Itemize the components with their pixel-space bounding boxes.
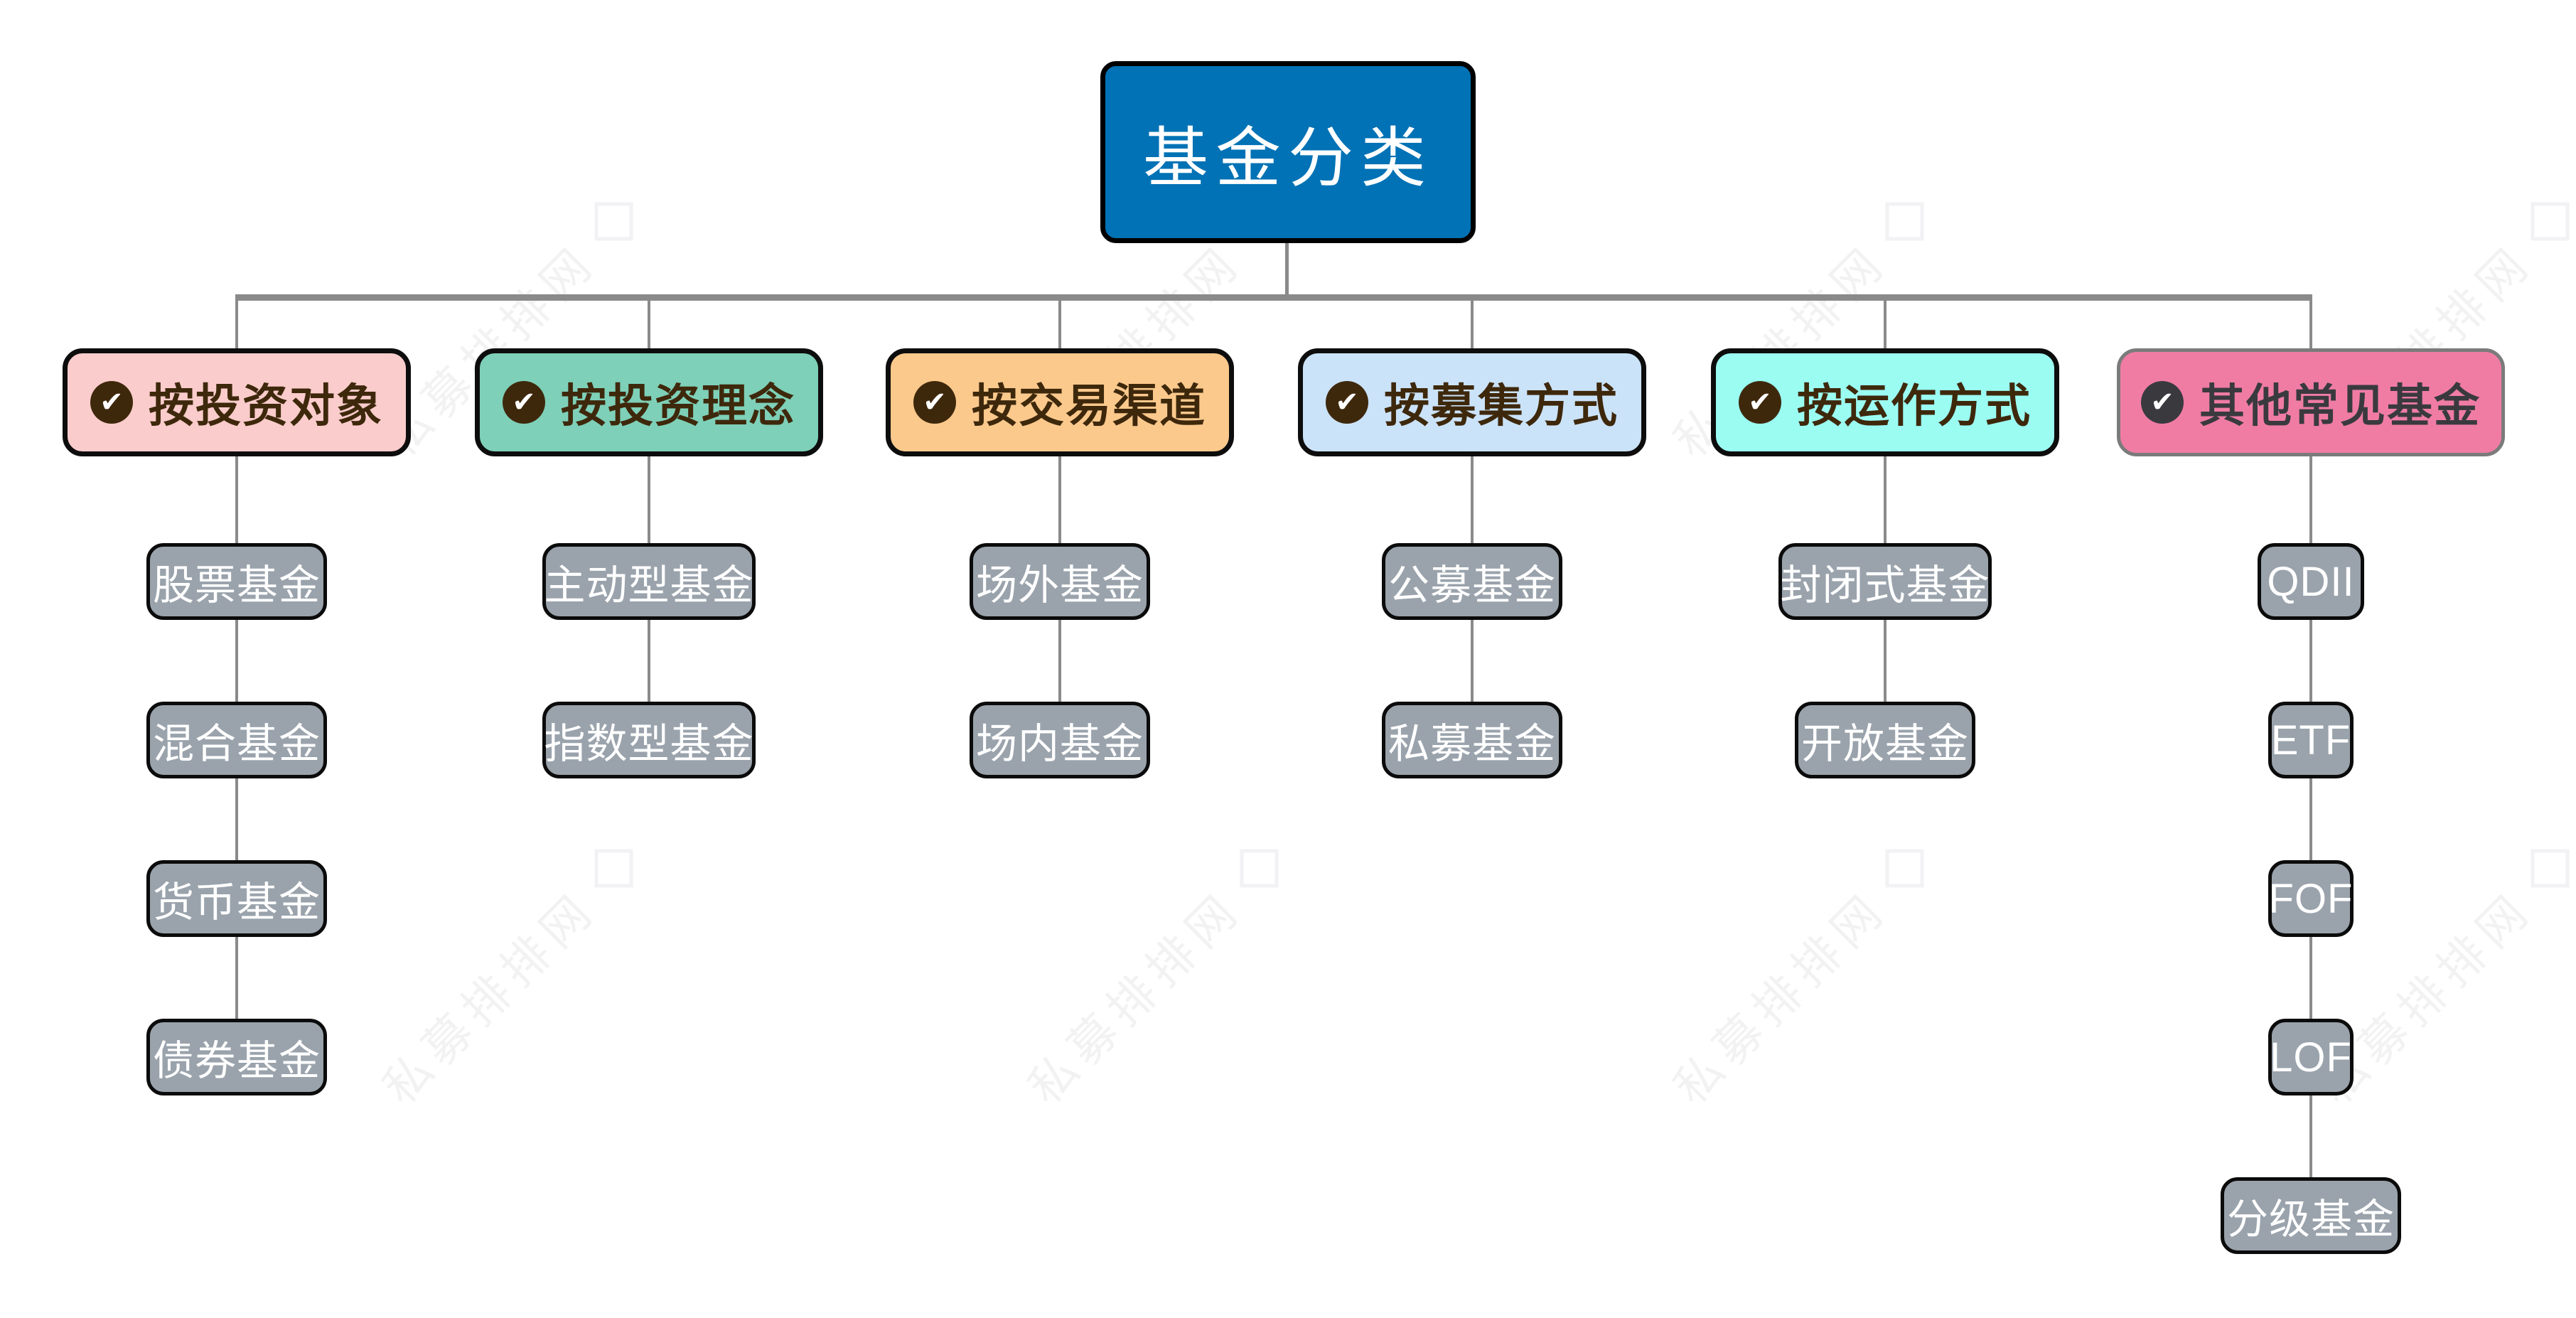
category-label: 其他常见基金: [2199, 380, 2481, 432]
connector-line: [235, 294, 2312, 301]
connector-line: [648, 297, 650, 348]
watermark-diamond-icon: [2531, 849, 2570, 888]
connector-line: [1058, 297, 1061, 348]
check-circle-icon: ✔: [1326, 381, 1368, 424]
check-circle-icon: ✔: [1739, 381, 1781, 424]
connector-line: [2309, 297, 2312, 348]
child-node-public-fund: 公募基金: [1382, 543, 1562, 620]
child-node-qdii: QDII: [2258, 543, 2364, 620]
child-node-stock-fund: 股票基金: [146, 543, 327, 620]
child-node-label: 主动型基金: [544, 562, 754, 609]
child-node-open-end-fund: 开放基金: [1795, 702, 1975, 778]
connector-line: [2309, 1095, 2312, 1177]
connector-line: [1471, 456, 1474, 543]
watermark-diamond-icon: [1885, 849, 1924, 888]
connector-line: [2309, 620, 2312, 702]
connector-line: [1058, 620, 1061, 702]
category-node-by-trading-channel: ✔ 按交易渠道: [886, 348, 1234, 456]
category-node-by-investment-target: ✔ 按投资对象: [63, 348, 411, 456]
child-node-exchange-fund: 场内基金: [970, 702, 1150, 778]
watermark-diamond-icon: [2531, 202, 2570, 241]
watermark-diamond-icon: [1240, 849, 1279, 888]
child-node-label: 封闭式基金: [1780, 562, 1990, 609]
connector-line: [2309, 456, 2312, 543]
child-node-index-fund: 指数型基金: [542, 702, 756, 778]
connector-line: [1471, 297, 1474, 348]
category-label: 按交易渠道: [972, 380, 1206, 432]
connector-line: [1884, 456, 1887, 543]
connector-line: [1884, 620, 1887, 702]
category-node-by-operation-mode: ✔ 按运作方式: [1711, 348, 2059, 456]
child-node-private-fund: 私募基金: [1382, 702, 1562, 778]
connector-line: [2309, 778, 2312, 860]
child-node-label: 开放基金: [1800, 721, 1969, 767]
child-node-closed-end-fund: 封闭式基金: [1778, 543, 1992, 620]
watermark-diamond-icon: [1885, 202, 1924, 241]
connector-line: [235, 778, 238, 860]
connector-line: [648, 620, 650, 702]
connector-line: [1058, 456, 1061, 543]
child-node-label: 股票基金: [152, 562, 321, 609]
connector-line: [235, 297, 238, 348]
child-node-label: 指数型基金: [544, 721, 754, 767]
child-node-label: 公募基金: [1388, 562, 1556, 609]
child-node-label: 混合基金: [152, 721, 321, 767]
child-node-label: 分级基金: [2226, 1196, 2395, 1243]
child-node-label: 债券基金: [152, 1038, 321, 1084]
connector-line: [1471, 620, 1474, 702]
category-node-by-fundraising-method: ✔ 按募集方式: [1298, 348, 1646, 456]
category-node-other-common-funds: ✔ 其他常见基金: [2117, 348, 2505, 456]
watermark-text: 私募排排网: [1663, 881, 1897, 1115]
root-node-label: 基金分类: [1142, 122, 1433, 195]
root-node: 基金分类: [1100, 61, 1476, 243]
check-circle-icon: ✔: [90, 381, 133, 424]
connector-line: [648, 456, 650, 543]
watermark-text: 私募排排网: [1018, 881, 1252, 1115]
child-node-label: 私募基金: [1388, 721, 1556, 767]
child-node-label: 场内基金: [975, 721, 1144, 767]
child-node-label: LOF: [2270, 1034, 2352, 1081]
watermark: 私募排排网: [1010, 830, 1297, 1117]
watermark-text: 私募排排网: [372, 881, 606, 1115]
connector-line: [1884, 297, 1887, 348]
child-node-label: FOF: [2268, 875, 2354, 922]
category-label: 按投资对象: [149, 380, 383, 432]
connector-line: [1285, 243, 1289, 297]
child-node-fof: FOF: [2268, 860, 2354, 937]
category-label: 按投资理念: [561, 380, 795, 432]
child-node-money-fund: 货币基金: [146, 860, 327, 937]
check-circle-icon: ✔: [2141, 381, 2184, 424]
watermark-diamond-icon: [594, 849, 633, 888]
child-node-active-fund: 主动型基金: [542, 543, 756, 620]
child-node-bond-fund: 债券基金: [146, 1019, 327, 1095]
watermark: 私募排排网: [1655, 830, 1942, 1117]
check-circle-icon: ✔: [913, 381, 956, 424]
connector-line: [2309, 937, 2312, 1019]
child-node-etf: ETF: [2268, 702, 2354, 778]
connector-line: [235, 937, 238, 1019]
child-node-label: 货币基金: [152, 879, 321, 926]
child-node-label: 场外基金: [975, 562, 1144, 609]
connector-line: [235, 456, 238, 543]
connector-line: [235, 620, 238, 702]
child-node-structured-fund: 分级基金: [2221, 1177, 2401, 1254]
child-node-hybrid-fund: 混合基金: [146, 702, 327, 778]
child-node-label: ETF: [2270, 717, 2351, 764]
category-label: 按募集方式: [1384, 380, 1619, 432]
watermark: 私募排排网: [365, 830, 651, 1117]
watermark-diamond-icon: [594, 202, 633, 241]
child-node-label: QDII: [2267, 558, 2355, 605]
category-label: 按运作方式: [1797, 380, 2032, 432]
category-node-by-investment-philosophy: ✔ 按投资理念: [475, 348, 823, 456]
check-circle-icon: ✔: [503, 381, 545, 424]
child-node-lof: LOF: [2268, 1019, 2354, 1095]
child-node-otc-fund: 场外基金: [970, 543, 1150, 620]
